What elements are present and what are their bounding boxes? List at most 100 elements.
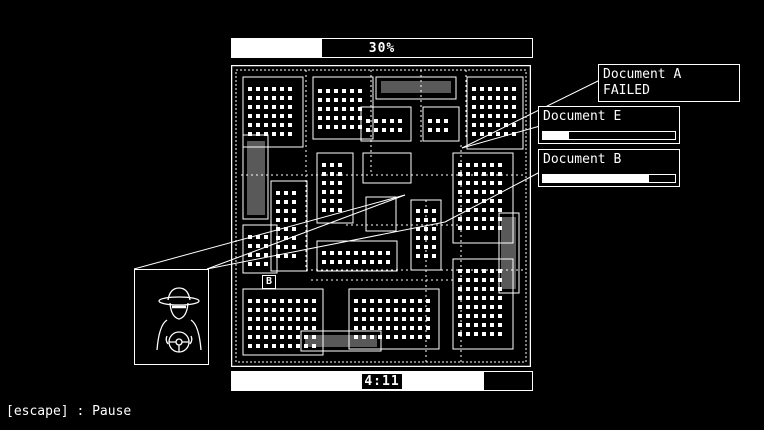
window-mark bbox=[466, 305, 470, 309]
window-mark bbox=[350, 116, 354, 120]
window-mark bbox=[466, 314, 470, 318]
window-mark bbox=[504, 123, 508, 127]
window-mark bbox=[366, 119, 370, 123]
window-mark bbox=[256, 262, 260, 266]
window-mark bbox=[416, 236, 420, 240]
window-mark bbox=[292, 191, 296, 195]
window-mark bbox=[416, 227, 420, 231]
window-mark bbox=[330, 181, 334, 185]
window-mark bbox=[272, 326, 276, 330]
window-mark bbox=[498, 163, 502, 167]
window-mark bbox=[488, 105, 492, 109]
window-mark bbox=[264, 244, 268, 248]
window-mark bbox=[482, 181, 486, 185]
window-mark bbox=[264, 344, 268, 348]
window-mark bbox=[402, 335, 406, 339]
window-mark bbox=[276, 218, 280, 222]
window-mark bbox=[418, 317, 422, 321]
window-mark bbox=[424, 227, 428, 231]
window-mark bbox=[280, 326, 284, 330]
window-mark bbox=[288, 335, 292, 339]
window-mark bbox=[318, 116, 322, 120]
window-mark bbox=[498, 278, 502, 282]
window-mark bbox=[418, 335, 422, 339]
window-mark bbox=[280, 123, 284, 127]
window-mark bbox=[498, 305, 502, 309]
window-mark bbox=[292, 245, 296, 249]
window-mark bbox=[322, 260, 326, 264]
window-mark bbox=[338, 199, 342, 203]
window-mark bbox=[338, 163, 342, 167]
window-mark bbox=[498, 208, 502, 212]
window-mark bbox=[362, 317, 366, 321]
window-mark bbox=[296, 344, 300, 348]
window-mark bbox=[472, 96, 476, 100]
window-mark bbox=[490, 287, 494, 291]
document-e-title: Document E bbox=[543, 109, 622, 124]
window-mark bbox=[354, 317, 358, 321]
window-mark bbox=[410, 335, 414, 339]
window-mark bbox=[322, 163, 326, 167]
window-mark bbox=[272, 308, 276, 312]
window-mark bbox=[248, 123, 252, 127]
window-mark bbox=[482, 296, 486, 300]
window-mark bbox=[472, 114, 476, 118]
document-b-title: Document B bbox=[543, 152, 622, 167]
window-mark bbox=[284, 218, 288, 222]
window-mark bbox=[284, 254, 288, 258]
window-mark bbox=[334, 125, 338, 129]
window-mark bbox=[284, 191, 288, 195]
window-mark bbox=[426, 308, 430, 312]
window-mark bbox=[466, 181, 470, 185]
window-mark bbox=[498, 199, 502, 203]
window-mark bbox=[458, 269, 462, 273]
window-mark bbox=[424, 236, 428, 240]
window-mark bbox=[512, 96, 516, 100]
window-mark bbox=[496, 87, 500, 91]
window-mark bbox=[256, 87, 260, 91]
window-mark bbox=[474, 269, 478, 273]
window-mark bbox=[326, 125, 330, 129]
window-mark bbox=[482, 287, 486, 291]
window-mark bbox=[248, 235, 252, 239]
window-mark bbox=[264, 308, 268, 312]
window-mark bbox=[272, 105, 276, 109]
window-mark bbox=[472, 123, 476, 127]
window-mark bbox=[458, 226, 462, 230]
window-mark bbox=[318, 107, 322, 111]
window-mark bbox=[458, 314, 462, 318]
window-mark bbox=[358, 89, 362, 93]
window-mark bbox=[256, 326, 260, 330]
window-mark bbox=[512, 87, 516, 91]
window-mark bbox=[248, 317, 252, 321]
window-mark bbox=[490, 172, 494, 176]
window-mark bbox=[256, 344, 260, 348]
window-mark bbox=[480, 132, 484, 136]
window-mark bbox=[264, 253, 268, 257]
window-mark bbox=[496, 114, 500, 118]
window-mark bbox=[284, 227, 288, 231]
window-mark bbox=[276, 227, 280, 231]
window-mark bbox=[280, 299, 284, 303]
window-mark bbox=[256, 123, 260, 127]
window-mark bbox=[248, 244, 252, 248]
window-mark bbox=[474, 323, 478, 327]
window-mark bbox=[256, 96, 260, 100]
window-mark bbox=[466, 323, 470, 327]
window-mark bbox=[330, 260, 334, 264]
window-mark bbox=[498, 172, 502, 176]
window-mark bbox=[370, 317, 374, 321]
window-mark bbox=[284, 245, 288, 249]
window-mark bbox=[256, 299, 260, 303]
window-mark bbox=[498, 269, 502, 273]
window-mark bbox=[280, 308, 284, 312]
document-a-title: Document A bbox=[603, 67, 682, 82]
window-mark bbox=[312, 335, 316, 339]
window-mark bbox=[480, 123, 484, 127]
progress-fill bbox=[232, 39, 322, 57]
document-e-fill bbox=[543, 132, 570, 139]
window-mark bbox=[288, 317, 292, 321]
spy-agent-icon bbox=[156, 287, 202, 353]
window-mark bbox=[458, 172, 462, 176]
window-mark bbox=[342, 116, 346, 120]
